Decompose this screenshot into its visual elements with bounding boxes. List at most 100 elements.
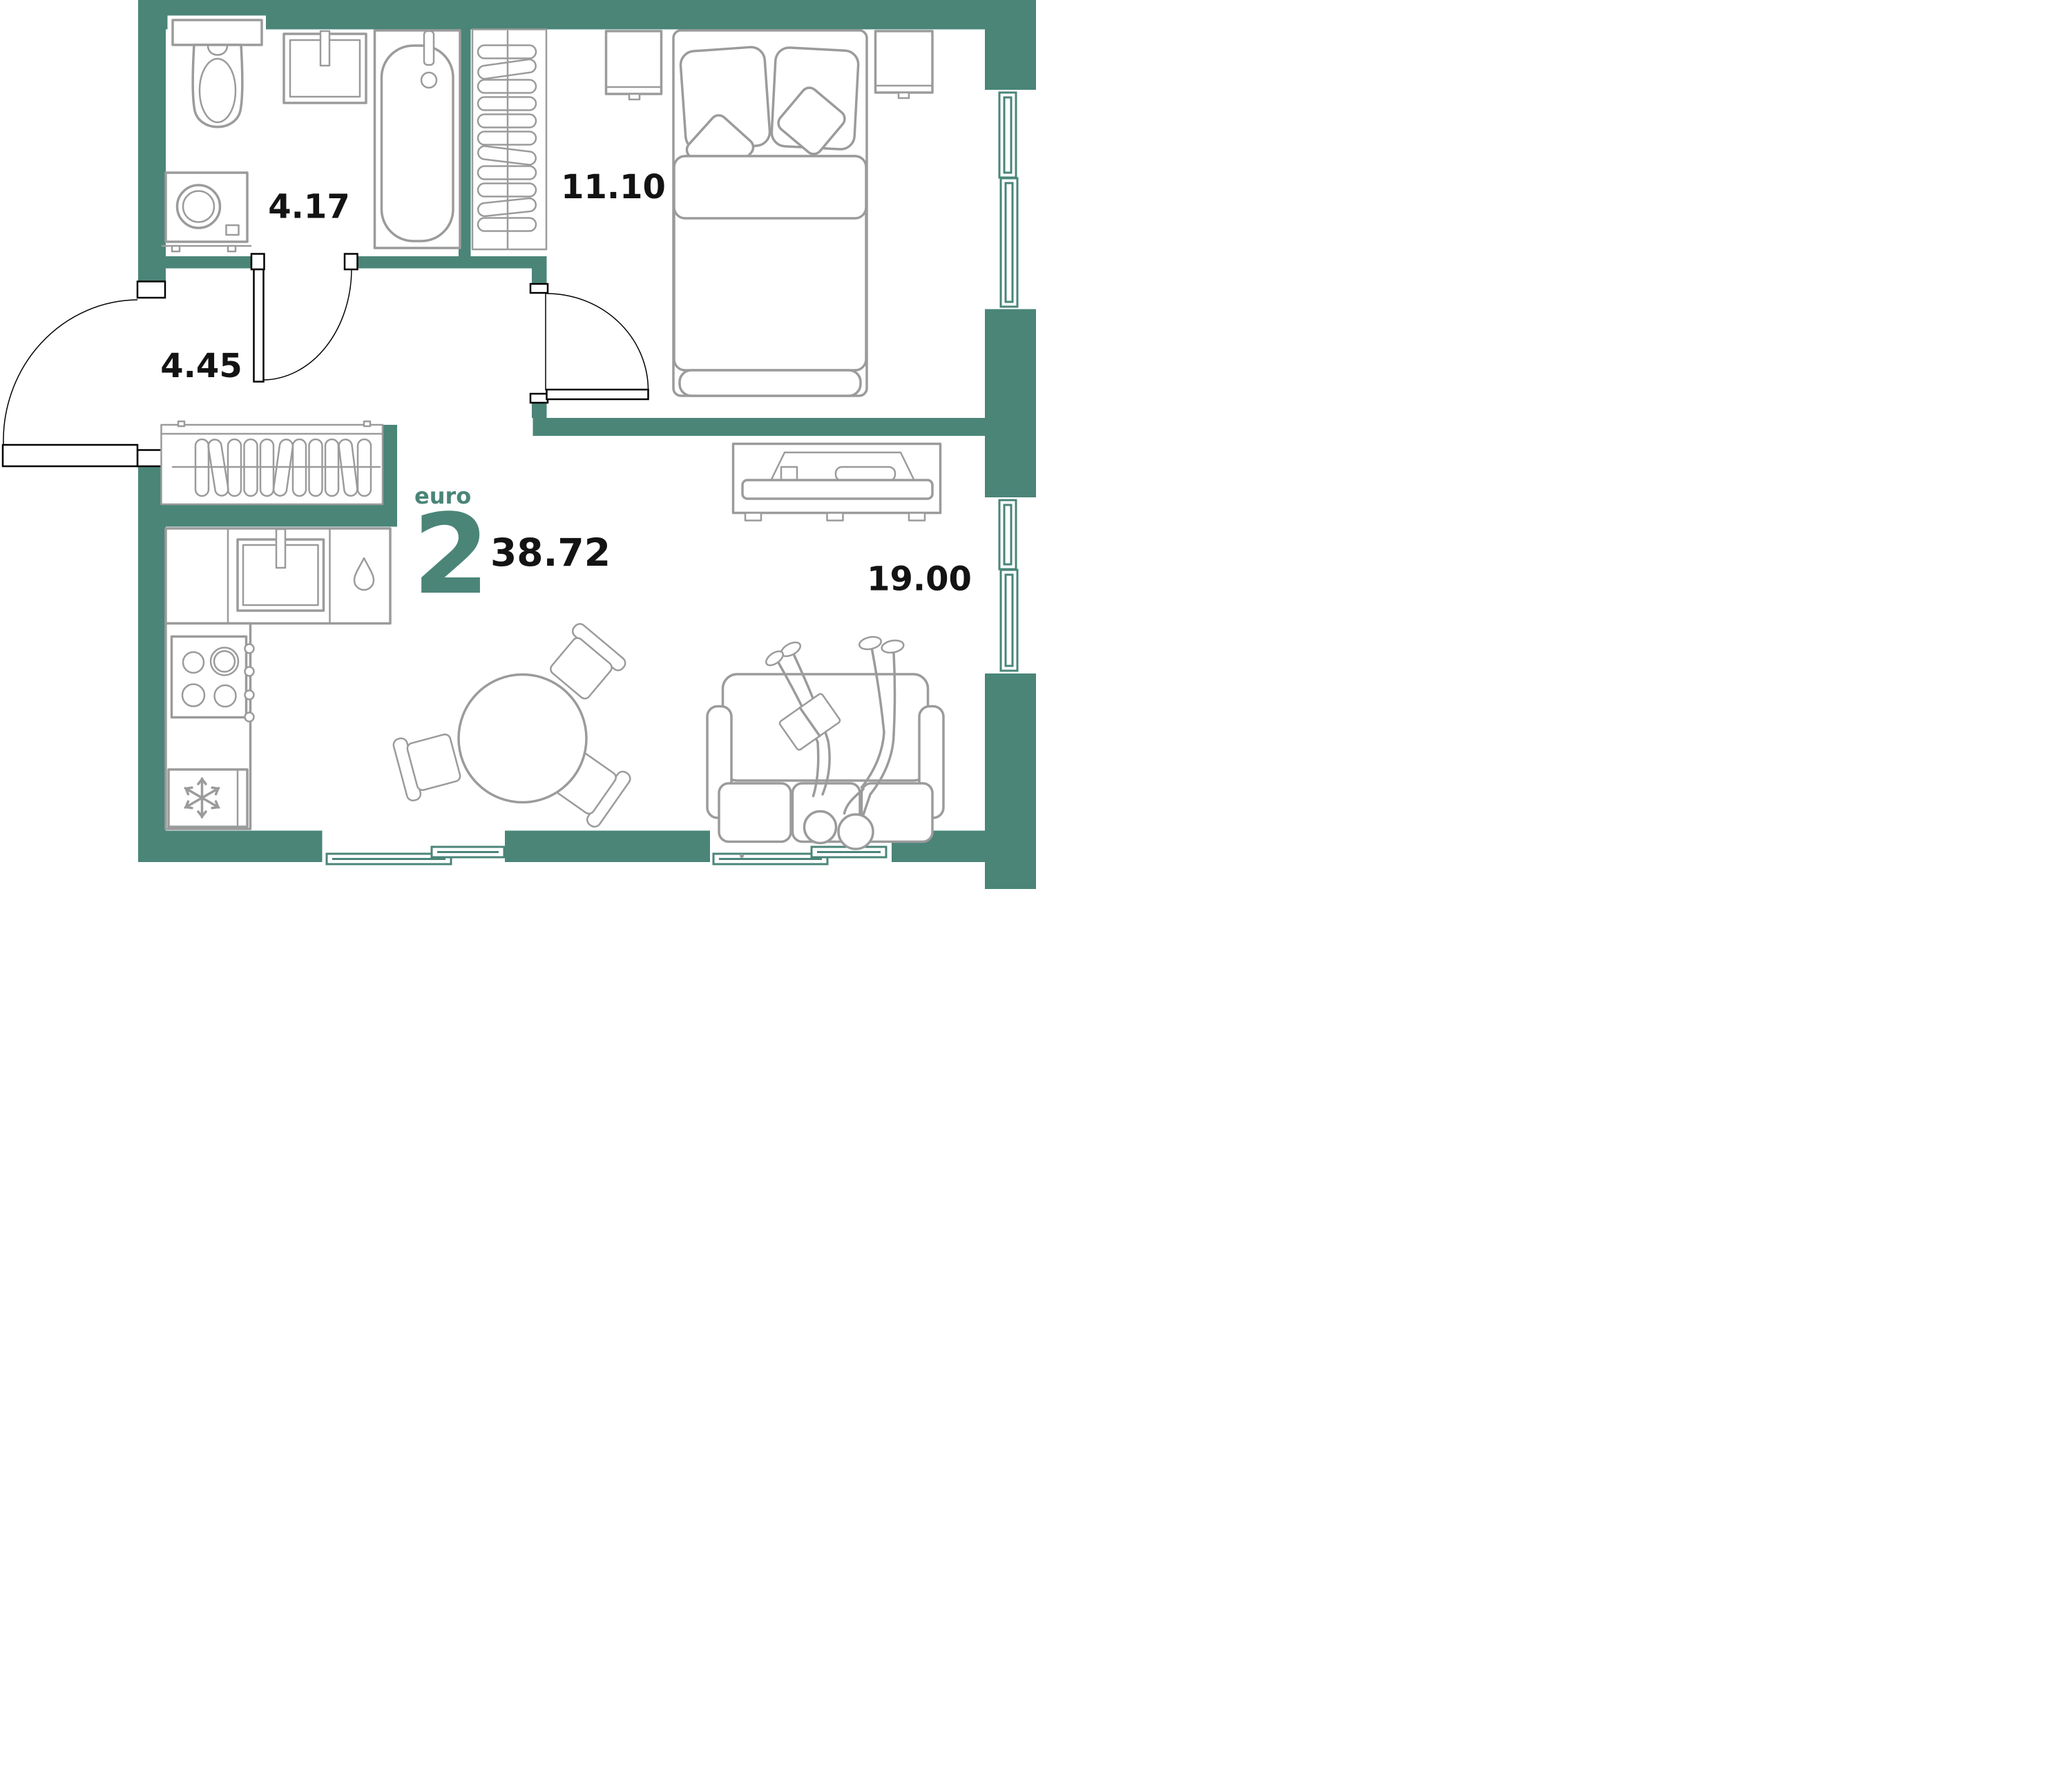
sofa-cushion <box>718 782 792 843</box>
drain-icon <box>420 71 438 89</box>
hanger-coil-icon <box>477 217 537 232</box>
door-leaf <box>253 268 265 383</box>
book <box>778 693 841 751</box>
room-label-living-kitchen: 19.00 <box>867 560 972 599</box>
door-frame-post <box>529 283 549 294</box>
leg <box>870 648 885 734</box>
door-leaf <box>1 443 139 468</box>
plan-rooms-count: 2 <box>413 490 490 619</box>
tv-detail <box>780 466 798 482</box>
wall-bathroom-bottom-left <box>166 256 251 269</box>
nightstand-left <box>604 30 663 101</box>
hanger-coil-icon <box>477 113 537 128</box>
hanger-coil-icon <box>194 438 210 497</box>
wall-right-top <box>985 0 1036 90</box>
soundbar <box>834 466 896 482</box>
burner-icon <box>181 683 206 707</box>
hanger-coil-icon <box>477 58 537 80</box>
kitchen-window-bottom <box>325 845 506 866</box>
washing-machine-drum <box>175 184 222 229</box>
hanger-coil-icon <box>477 197 537 218</box>
wall-bedroom-west-stub-bottom <box>532 403 547 418</box>
closet-box <box>160 423 384 506</box>
wall-bathroom-bottom-right <box>357 256 547 269</box>
chair-seat <box>406 733 461 792</box>
detergent-drawer <box>225 224 240 236</box>
washing-machine-drum-inner <box>182 190 215 223</box>
room-label-bathroom: 4.17 <box>268 188 349 227</box>
wall-right-middle <box>985 309 1036 497</box>
kitchen-counter-top-row <box>164 527 392 625</box>
hanger-coil-icon <box>356 438 372 497</box>
wall-closet-pier <box>383 425 397 527</box>
door-leaf <box>546 388 649 401</box>
room-label-hallway: 4.45 <box>160 347 242 385</box>
wall-bottom-left <box>138 830 323 862</box>
rail-hook <box>363 420 372 428</box>
leg <box>892 651 896 736</box>
plan-badge: euro 2 38.72 <box>413 483 611 619</box>
hanger-coil-icon <box>207 439 229 497</box>
plan-total-area: 38.72 <box>490 530 611 575</box>
faucet-icon <box>319 30 331 67</box>
shoe <box>881 639 905 654</box>
head <box>837 813 874 850</box>
wall-right-bottom <box>985 673 1036 889</box>
nightstand-right <box>874 30 934 99</box>
hanger-coil-icon <box>477 182 537 198</box>
washing-machine <box>161 171 252 253</box>
living-window-right <box>998 499 1019 672</box>
toilet-bowl <box>191 44 244 128</box>
dining-table <box>457 673 588 804</box>
hanger-coil-icon <box>477 145 537 166</box>
hanger-coil-icon <box>477 44 537 59</box>
floor-plan: 4.17 4.45 11.10 19.00 euro 2 38.72 <box>0 0 1036 889</box>
wall-under-closet <box>138 504 397 527</box>
tv-stand <box>731 442 942 522</box>
bathtub-outer <box>373 29 461 249</box>
torso <box>821 739 831 796</box>
bedroom-door <box>529 283 649 404</box>
bathtub <box>373 29 461 249</box>
throw-pillow <box>777 86 846 155</box>
stove-knob <box>244 711 255 723</box>
kitchen-column <box>164 622 255 830</box>
hanger-coil-icon <box>338 438 358 497</box>
nightstand <box>874 30 934 94</box>
hanger-coil-icon <box>477 165 537 180</box>
rail-hook <box>177 420 186 428</box>
burner-icon <box>209 647 240 676</box>
chair <box>550 623 626 700</box>
shoe <box>765 650 784 667</box>
burner-icon <box>182 651 205 674</box>
hanger-coil-icon <box>308 438 323 497</box>
hanger-coil-icon <box>477 131 537 146</box>
wall-bottom-middle <box>505 830 710 862</box>
hanger-coil-icon <box>272 439 294 497</box>
sofa-cushion <box>860 782 934 843</box>
living-window-bottom <box>712 845 888 866</box>
hanger-coil-icon <box>477 96 537 111</box>
toilet-bowl-inner <box>198 57 237 124</box>
wall-bedroom-west-stub-top <box>532 268 547 284</box>
stand-foot <box>908 512 926 522</box>
hanger-coil-icon <box>227 438 242 497</box>
hanger-coil-icon <box>291 438 307 497</box>
stove-knob <box>244 643 255 654</box>
stand-foot <box>744 512 762 522</box>
toilet-cistern <box>171 19 263 46</box>
blanket-fold <box>673 155 867 220</box>
dining-table-set <box>392 623 631 828</box>
wall-left-upper <box>138 0 166 283</box>
toilet-flush <box>207 44 229 56</box>
torso <box>812 741 820 798</box>
toilet <box>171 19 263 128</box>
stand-foot <box>826 512 844 522</box>
door-swing-arc-icon <box>546 293 649 391</box>
nightstand <box>604 30 663 95</box>
window-glass <box>1003 504 1013 566</box>
snowflake-icon <box>184 777 220 819</box>
tv-base <box>741 479 934 500</box>
walls <box>138 0 1036 889</box>
wall-bathroom-right <box>459 29 471 256</box>
